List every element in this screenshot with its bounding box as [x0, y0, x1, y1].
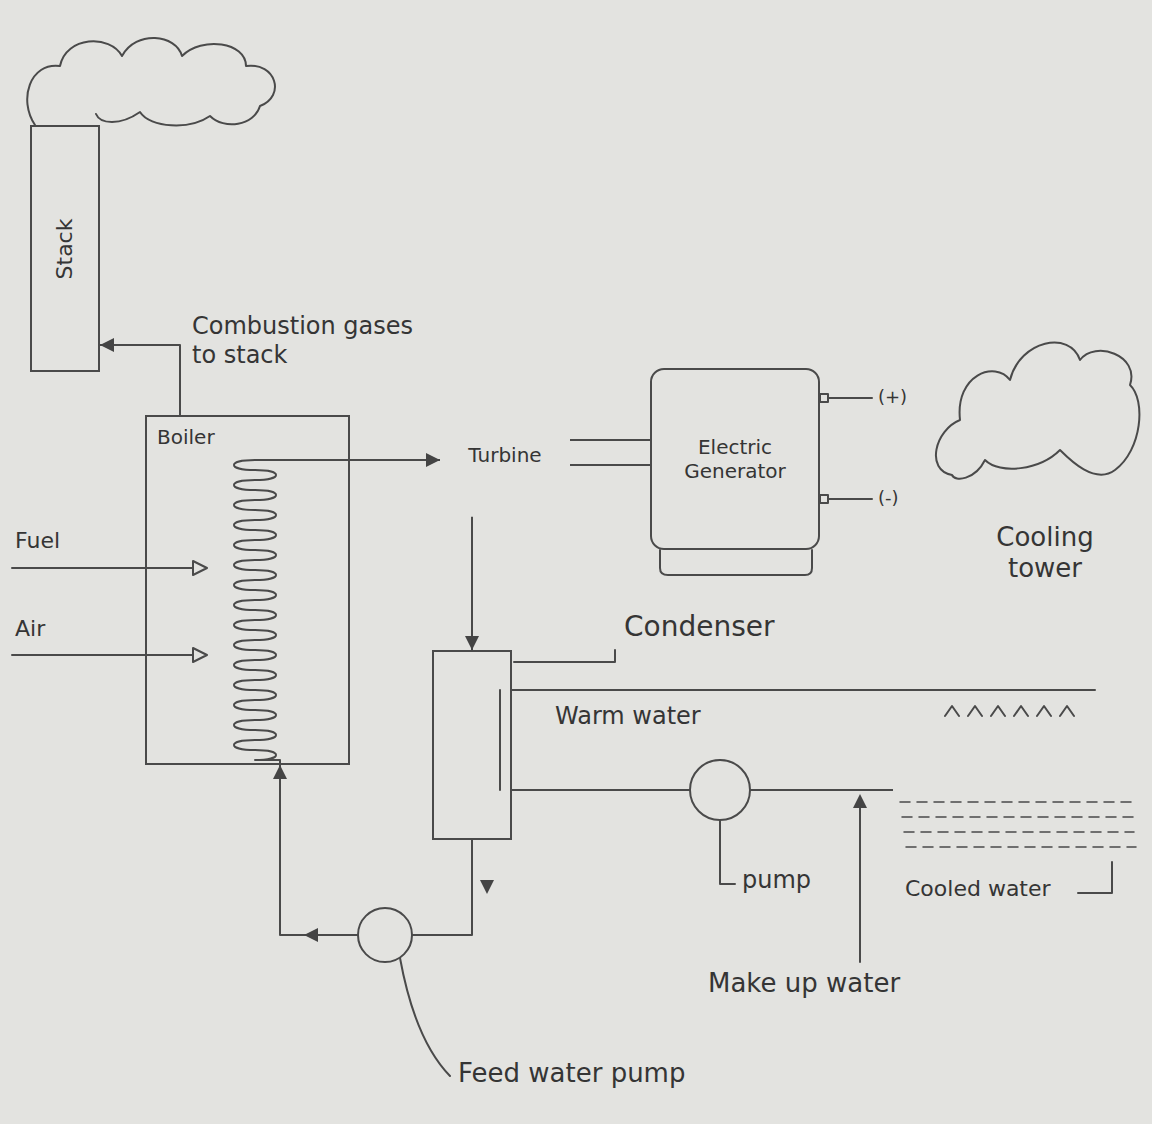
terminal-negative — [820, 495, 828, 503]
smoke-cloud — [27, 38, 275, 125]
tower-steam-cloud — [936, 343, 1139, 479]
flow-connector — [471, 517, 473, 650]
terminal-label: (-) — [878, 487, 899, 509]
terminal-label: (+) — [878, 386, 907, 408]
make-up-water-arrow — [853, 794, 867, 808]
leader-line — [400, 958, 450, 1076]
steam-outlet — [285, 459, 350, 461]
boiler-box: Boiler — [145, 415, 350, 765]
connector-label: Warm water — [555, 702, 701, 731]
flow-connector — [100, 345, 180, 415]
node-text: Cooling tower — [970, 522, 1120, 584]
basin-water — [900, 802, 1136, 847]
water-spray — [945, 706, 1074, 716]
turbine-shape: Turbine — [440, 365, 570, 545]
input-label: Air — [15, 616, 45, 642]
cooling-water-pump — [690, 760, 750, 820]
flow-connector — [512, 689, 907, 691]
cooling-tower: Cooling tower — [880, 300, 1145, 870]
fuel-arrow — [193, 561, 207, 575]
make-up-water-line — [859, 808, 861, 962]
flow-arrow — [480, 880, 494, 894]
fuel-inlet — [12, 567, 193, 569]
terminal-wire — [828, 498, 872, 500]
condenser-tube — [499, 690, 501, 790]
boiler-coil — [234, 460, 285, 765]
flow-label: Make up water — [708, 968, 900, 999]
air-arrow — [193, 648, 207, 662]
node-text: Electric Generator — [662, 435, 808, 483]
flow-label: Cooled water — [905, 876, 1051, 902]
terminal-positive — [820, 394, 828, 402]
air-inlet — [12, 654, 193, 656]
part-label: Feed water pump — [458, 1058, 685, 1089]
feed-water-pump — [358, 908, 412, 962]
node-text: Condenser — [624, 610, 775, 644]
flow-arrow — [304, 928, 318, 942]
condenser-box: Condenser — [432, 650, 512, 840]
warm-water-spray-pipe — [907, 689, 1095, 691]
bracket-line — [1078, 862, 1112, 893]
input-label: Fuel — [15, 528, 60, 554]
part-label: pump — [742, 866, 811, 895]
leader-line — [514, 650, 615, 662]
leader-line — [720, 820, 735, 884]
generator-base — [660, 550, 812, 575]
shape-outline — [880, 300, 1145, 870]
flow-connector — [570, 440, 650, 465]
stack-box: Stack — [30, 125, 100, 372]
connector-label: Combustion gases to stack — [192, 312, 442, 370]
generator-box: Electric Generator — [650, 368, 820, 550]
node-text: Stack — [52, 218, 78, 279]
terminal-wire — [828, 397, 872, 399]
flow-connector — [350, 459, 440, 461]
node-text: Boiler — [157, 425, 215, 449]
node-text: Turbine — [468, 443, 541, 467]
connector-group — [100, 345, 907, 935]
